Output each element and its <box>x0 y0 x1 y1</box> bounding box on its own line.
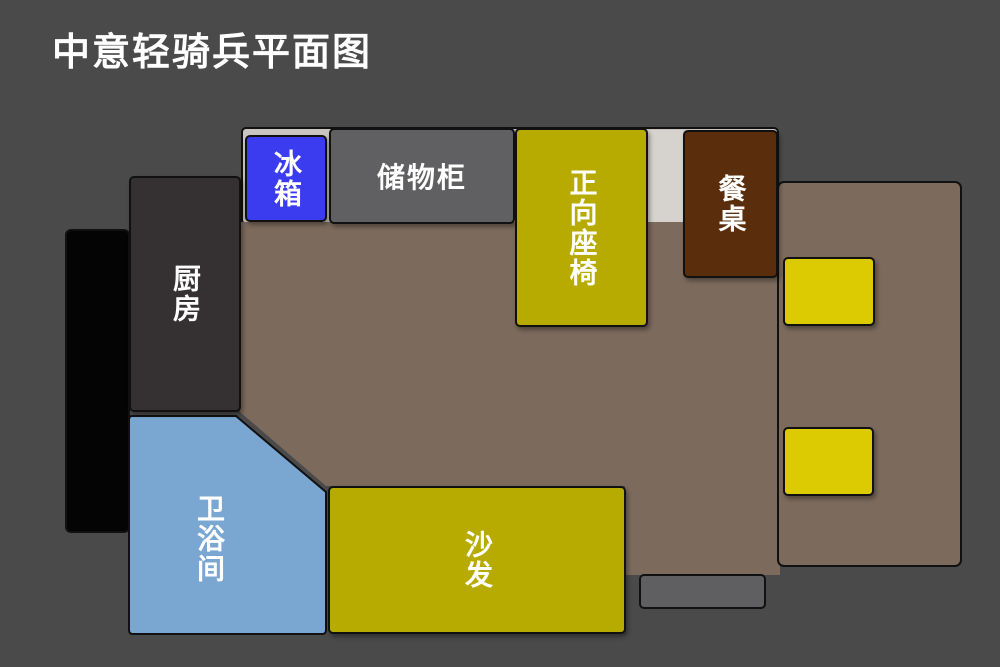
rear-seating-area <box>777 181 962 567</box>
storage-label: 储物柜 <box>376 161 467 194</box>
rear-cushion-top <box>783 257 875 326</box>
left-wall <box>65 229 130 533</box>
entry-step <box>639 574 766 609</box>
kitchen-label: 厨房 <box>169 264 202 324</box>
front-seat-label: 正向座椅 <box>565 167 599 288</box>
front-seat: 正向座椅 <box>515 128 648 327</box>
bathroom <box>128 415 327 635</box>
sofa-label: 沙发 <box>461 530 494 590</box>
dining-table-label: 餐桌 <box>714 174 748 234</box>
kitchen: 厨房 <box>129 176 241 412</box>
fridge-label: 冰箱 <box>270 148 303 209</box>
partition-panel <box>647 130 683 224</box>
page-title: 中意轻骑兵平面图 <box>52 30 373 74</box>
rear-cushion-bottom <box>783 427 874 496</box>
dining-table: 餐桌 <box>683 130 778 278</box>
fridge: 冰箱 <box>245 135 327 222</box>
storage-cabinet: 储物柜 <box>329 128 515 224</box>
bathroom-label: 卫浴间 <box>193 494 226 584</box>
sofa: 沙发 <box>328 486 626 634</box>
